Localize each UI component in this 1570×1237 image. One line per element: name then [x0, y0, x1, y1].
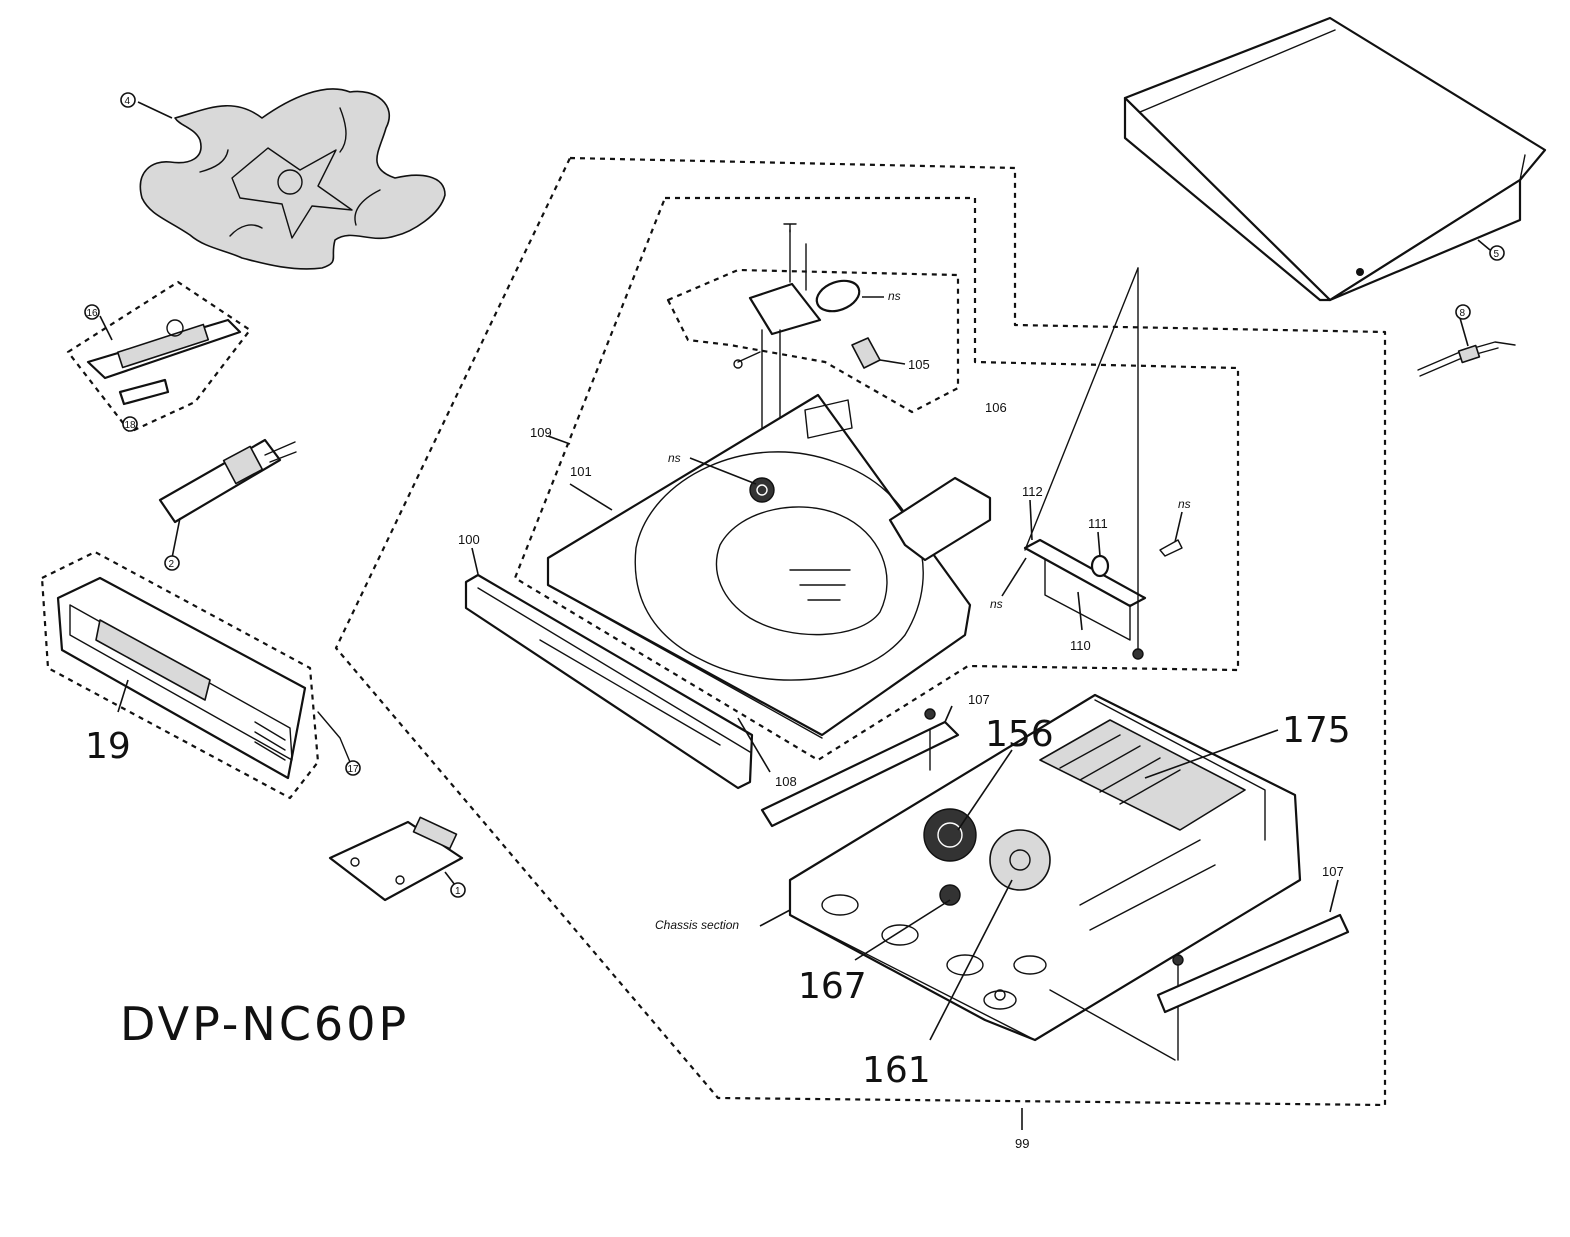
remote-group-border: [66, 280, 252, 434]
loading-assembly-border-109: [513, 196, 1240, 762]
callout-18: [122, 416, 138, 432]
callout-2: [164, 555, 180, 571]
callout-16: [84, 304, 100, 320]
label-110: 110: [1070, 638, 1091, 653]
label-ns-2: ns: [668, 451, 681, 465]
power-cord-part: [1417, 317, 1516, 377]
label-107-upper: 107: [968, 692, 990, 707]
label-16: 16: [87, 308, 99, 319]
label-175: 175: [1282, 710, 1351, 751]
callout-4: [120, 92, 136, 108]
callout-8: [1455, 304, 1471, 320]
callout-17: [345, 760, 361, 776]
label-100: 100: [458, 532, 480, 547]
label-107-lower: 107: [1322, 864, 1344, 879]
cam-slider-upper-part: [760, 708, 960, 828]
label-1: 1: [455, 886, 461, 897]
disc-carousel-part: [139, 88, 446, 270]
label-156: 156: [985, 714, 1054, 755]
small-board-part: [158, 438, 297, 524]
callout-5: [1489, 245, 1505, 261]
front-panel-part: [56, 576, 307, 780]
label-105: 105: [908, 357, 930, 372]
loading-motor-part: [733, 223, 881, 501]
label-99: 99: [1015, 1136, 1029, 1151]
model-name: DVP-NC60P: [120, 997, 409, 1051]
label-19: 19: [85, 726, 131, 767]
label-112: 112: [1022, 484, 1043, 499]
label-161: 161: [862, 1050, 931, 1091]
label-17: 17: [348, 764, 360, 775]
top-cover-part: [1123, 16, 1547, 302]
label-2: 2: [169, 559, 175, 570]
label-ns-1: ns: [888, 289, 901, 303]
main-board-part: [328, 816, 464, 902]
disc-tray-part: [546, 393, 992, 739]
label-chassis-section: Chassis section: [655, 918, 739, 932]
label-109: 109: [530, 425, 552, 440]
label-108: 108: [775, 774, 797, 789]
label-18: 18: [125, 420, 137, 431]
callout-1: [450, 882, 466, 898]
cam-slider-lower-part: [1156, 913, 1350, 1014]
label-111: 111: [1088, 516, 1108, 531]
chassis-part: [788, 693, 1302, 1061]
switch-board-part: [1023, 267, 1183, 660]
label-4: 4: [125, 96, 131, 107]
label-106: 106: [985, 400, 1007, 415]
front-bezel-part: [464, 573, 754, 790]
label-8: 8: [1460, 308, 1466, 319]
remote-control-part: [86, 318, 242, 406]
label-ns-4: ns: [990, 597, 1003, 611]
label-101: 101: [570, 464, 592, 479]
label-5: 5: [1494, 249, 1500, 260]
label-167: 167: [798, 966, 867, 1007]
label-ns-3: ns: [1178, 497, 1191, 511]
motor-group-border-106: [666, 268, 960, 414]
mechanism-assembly-border-99: [334, 156, 1387, 1107]
